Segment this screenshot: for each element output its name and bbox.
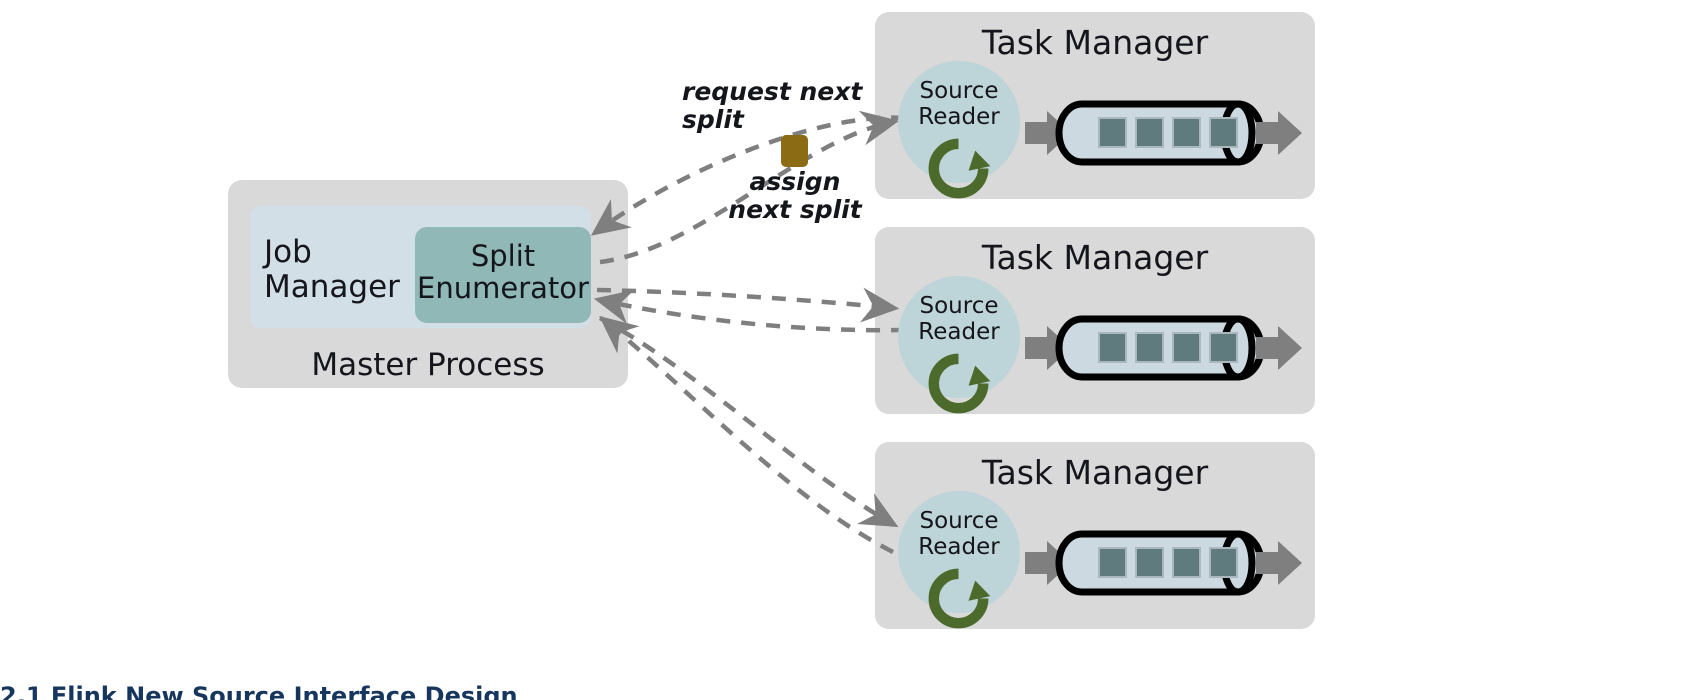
record-block (1098, 547, 1127, 578)
source-reader-label-1: Source Reader (918, 78, 1000, 130)
split-token-square-icon (781, 135, 808, 167)
job-manager-label: Job Manager (264, 234, 400, 305)
record-block (1209, 547, 1238, 578)
task-manager-title-3: Task Manager (981, 453, 1209, 492)
task-manager-title-2: Task Manager (981, 238, 1209, 277)
record-block (1209, 117, 1238, 148)
record-block (1135, 117, 1164, 148)
record-block (1098, 332, 1127, 363)
record-block (1135, 332, 1164, 363)
record-block (1098, 117, 1127, 148)
record-block (1172, 332, 1201, 363)
edge-assign-next-split-1 (599, 110, 900, 265)
task-manager-title-1: Task Manager (981, 23, 1209, 62)
edge-assign-next-split-3 (598, 316, 899, 528)
record-block (1172, 117, 1201, 148)
edge-request-next-split-3 (599, 316, 895, 555)
record-block (1209, 332, 1238, 363)
bottom-partial-heading: 2.1 Flink New Source Interface Design (0, 683, 518, 700)
record-pipe-3 (1055, 530, 1265, 596)
record-pipe-1 (1055, 100, 1265, 166)
source-reader-label-2: Source Reader (918, 293, 1000, 345)
edge-label-request-next-split: request next split (682, 77, 863, 134)
record-block (1172, 547, 1201, 578)
source-reader-circle-2 (898, 276, 1020, 398)
edge-assign-next-split-2 (596, 287, 900, 323)
edge-request-next-split-2 (593, 289, 906, 333)
record-block (1135, 547, 1164, 578)
source-reader-label-3: Source Reader (918, 508, 1000, 560)
record-pipe-2 (1055, 315, 1265, 381)
master-process-label: Master Process (311, 347, 545, 383)
source-reader-circle-1 (898, 61, 1020, 183)
source-reader-circle-3 (898, 491, 1020, 613)
edge-label-assign-next-split: assign next split (728, 167, 862, 224)
split-enumerator-label: Split Enumerator (417, 239, 589, 306)
split-enumerator-panel (415, 227, 591, 323)
